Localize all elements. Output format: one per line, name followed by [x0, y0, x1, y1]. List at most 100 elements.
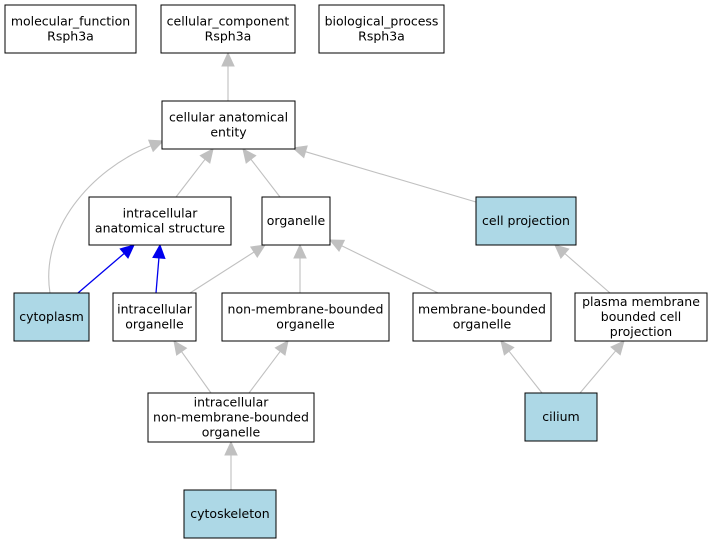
edge-arrowhead — [152, 243, 166, 260]
node-box — [88, 196, 232, 246]
node-label-line: Rsph3a — [205, 29, 252, 44]
edge-line — [341, 245, 439, 294]
node-label-line: Rsph3a — [47, 29, 94, 44]
node-label-line: cellular_component — [167, 14, 290, 29]
node-cytoskeleton[interactable]: cytoskeleton — [183, 489, 277, 539]
node-box — [412, 292, 552, 342]
edge-arrowhead — [173, 340, 188, 356]
node-box — [221, 292, 390, 342]
edge-intracellular_organelle-to-organelle — [189, 244, 267, 294]
node-label-line: organelle — [453, 317, 512, 332]
node-intracellular-non-membrane-bounded-organelle[interactable]: intracellularnon-membrane-boundedorganel… — [147, 392, 315, 443]
edge-cilium-to-membrane_bounded_organelle — [500, 340, 543, 394]
node-label-line: membrane-bounded — [418, 302, 546, 317]
edge-arrowhead — [224, 440, 238, 456]
node-label-line: entity — [210, 125, 247, 140]
node-label-line: organelle — [125, 317, 184, 332]
node-label-line: plasma membrane — [582, 294, 700, 309]
edge-arrowhead — [554, 244, 570, 259]
edge-arrowhead — [147, 139, 165, 153]
node-box — [183, 489, 277, 539]
node-cell-projection[interactable]: cell projection — [475, 196, 577, 246]
node-box — [112, 292, 197, 342]
edge-intracellular_non_membrane_bounded_organelle-to-intracellular_organelle — [173, 340, 212, 394]
node-label-line: non-membrane-bounded — [153, 410, 309, 425]
node-label-line: cell projection — [482, 213, 570, 228]
node-label-line: organelle — [267, 213, 326, 228]
edge-line — [305, 151, 477, 203]
node-label-line: anatomical structure — [95, 221, 225, 236]
node-label-line: biological_process — [325, 14, 439, 29]
edge-arrowhead — [242, 148, 257, 164]
node-box — [318, 4, 445, 54]
edge-arrowhead — [328, 239, 346, 253]
node-label-line: intracellular — [123, 206, 199, 221]
node-label-line: cytoplasm — [19, 309, 84, 324]
edge-line — [250, 158, 281, 198]
edge-membrane_bounded_organelle-to-organelle — [328, 239, 439, 294]
node-box — [147, 392, 315, 443]
node-organelle[interactable]: organelle — [261, 196, 331, 246]
node-box — [261, 196, 331, 246]
node-label-line: bounded cell — [601, 309, 681, 324]
node-label-line: molecular_function — [11, 14, 130, 29]
node-label-line: intracellular — [117, 302, 193, 317]
edge-arrowhead — [274, 340, 289, 356]
edge-arrowhead — [293, 243, 307, 259]
edge-cytoplasm-to-cellular_anatomical_entity — [48, 139, 165, 294]
node-cytoplasm[interactable]: cytoplasm — [13, 292, 90, 342]
edge-arrowhead — [221, 51, 235, 67]
edge-line — [508, 350, 543, 394]
edge-cytoplasm-to-intracellular_anatomical_structure — [77, 244, 135, 294]
edge-arrowhead — [500, 340, 515, 356]
edge-organelle-to-cellular_anatomical_entity — [242, 148, 281, 198]
edges-layer — [48, 51, 625, 490]
edge-plasma_membrane_bounded_cell_projection-to-cell_projection — [554, 244, 611, 294]
node-label-line: cilium — [542, 409, 579, 424]
edge-cilium-to-plasma_membrane_bounded_cell_projection — [579, 340, 625, 394]
edge-non_membrane_bounded_organelle-to-organelle — [293, 243, 307, 293]
node-box — [4, 4, 137, 54]
edge-line — [248, 351, 281, 394]
edge-line — [77, 252, 125, 294]
edge-cytoskeleton-to-intracellular_non_membrane_bounded_organelle — [224, 440, 238, 490]
edge-line — [155, 257, 160, 294]
edge-intracellular_non_membrane_bounded_organelle-to-non_membrane_bounded_organelle — [248, 340, 289, 394]
node-label-line: intracellular — [194, 395, 270, 410]
node-box — [574, 292, 708, 342]
node-label-line: projection — [610, 324, 672, 339]
node-box — [160, 4, 296, 54]
edge-intracellular_anatomical_structure-to-cellular_anatomical_entity — [175, 148, 214, 198]
edge-arrowhead — [199, 148, 214, 164]
edge-line — [181, 351, 212, 394]
nodes-layer: molecular_functionRsph3acellular_compone… — [4, 4, 708, 539]
edge-line — [48, 145, 152, 294]
edge-cellular_anatomical_entity-to-cellular_component — [221, 51, 235, 101]
edge-arrowhead — [249, 244, 267, 258]
edge-arrowhead — [291, 145, 308, 159]
node-label-line: non-membrane-bounded — [228, 302, 384, 317]
node-box — [475, 196, 577, 246]
node-label-line: organelle — [202, 425, 261, 440]
node-label-line: cellular anatomical — [169, 110, 288, 125]
node-box — [13, 292, 90, 342]
edge-intracellular_organelle-to-intracellular_anatomical_structure — [152, 243, 166, 294]
edge-line — [175, 158, 206, 198]
edge-line — [189, 251, 255, 294]
node-cilium[interactable]: cilium — [524, 392, 598, 442]
node-label-line: organelle — [276, 317, 335, 332]
edge-arrowhead — [610, 340, 625, 356]
node-box — [524, 392, 598, 442]
node-label-line: Rsph3a — [358, 29, 405, 44]
node-box — [161, 100, 296, 150]
